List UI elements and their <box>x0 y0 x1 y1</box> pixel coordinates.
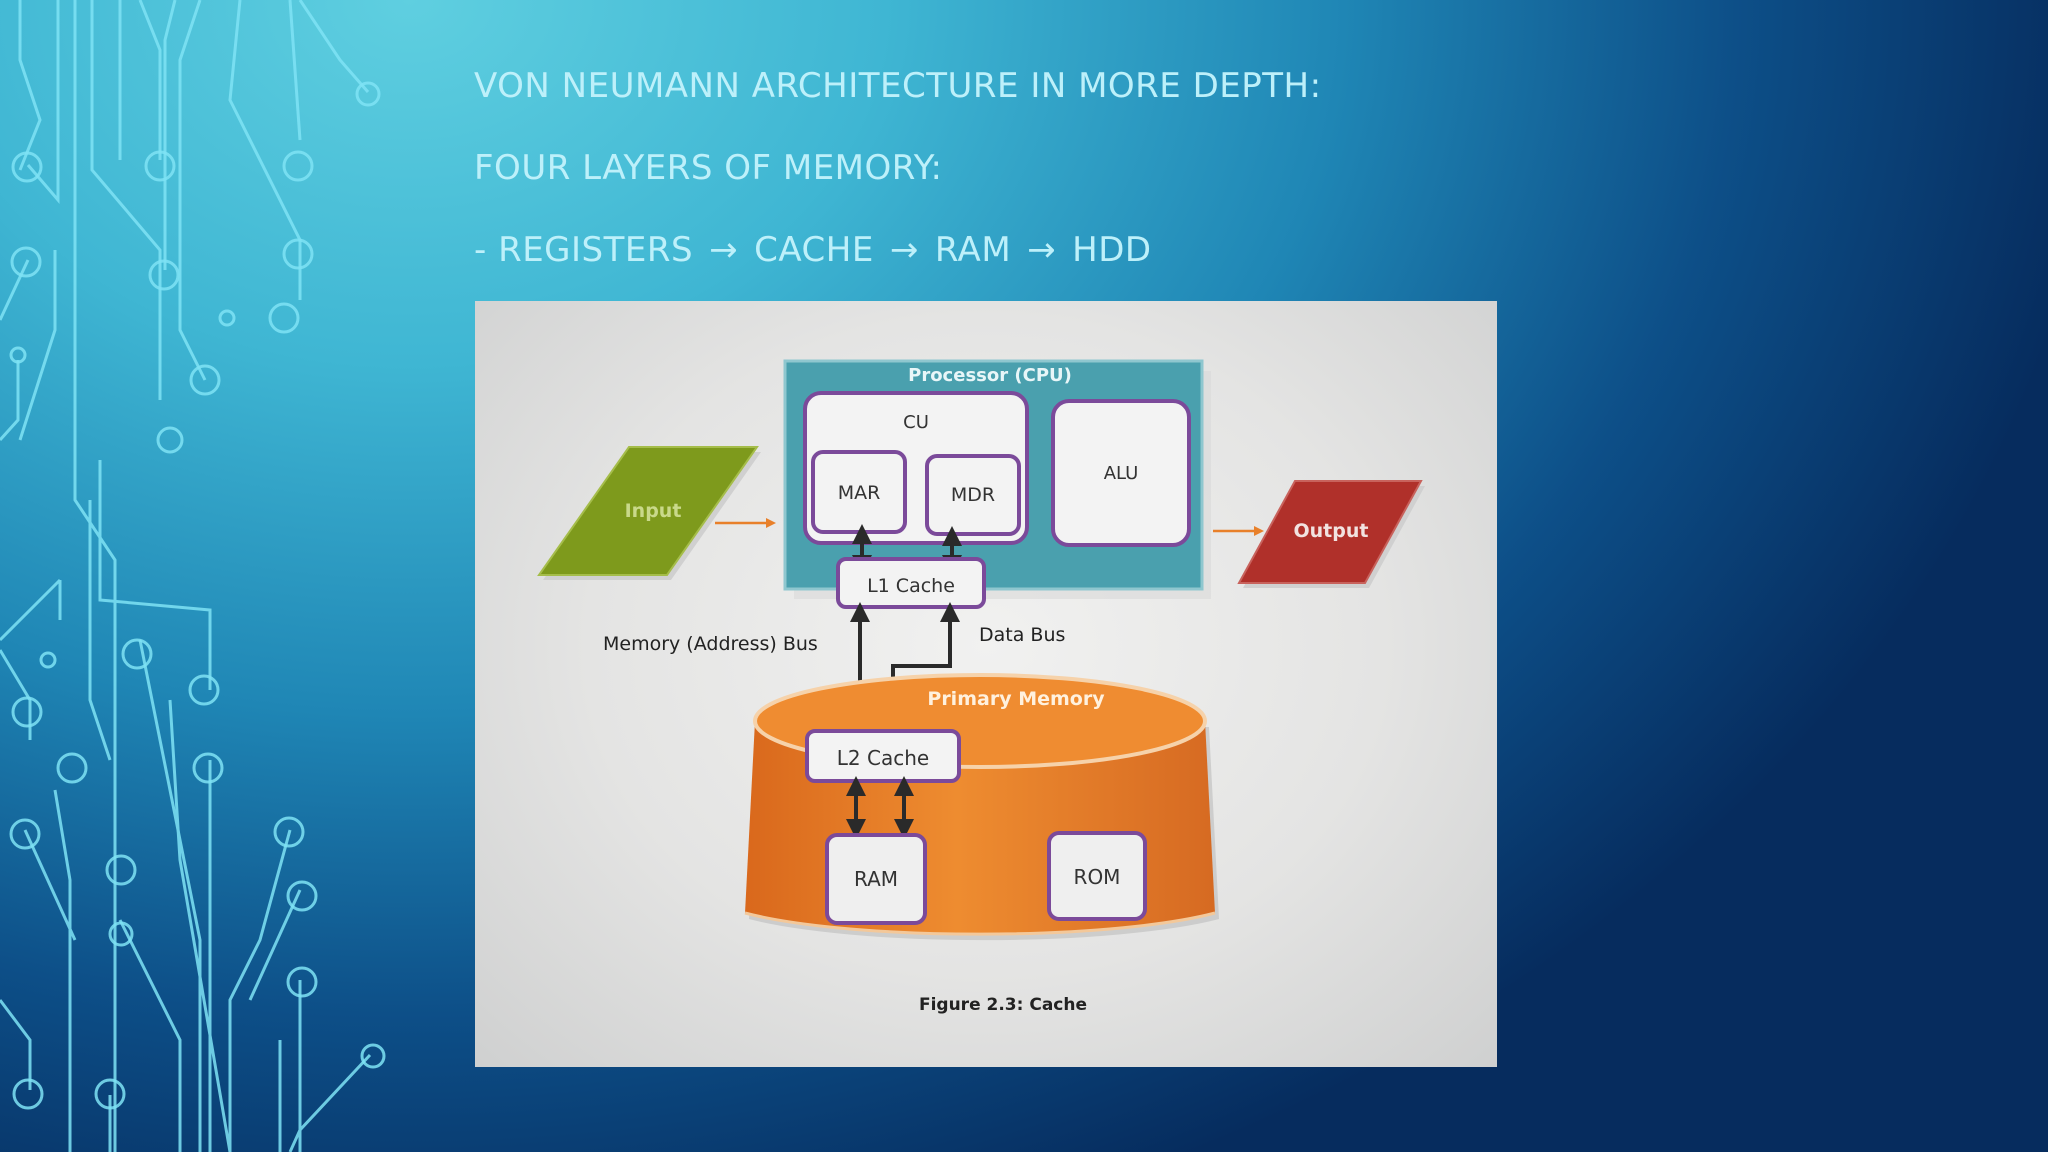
mdr-label: MDR <box>951 484 995 506</box>
cu-label: CU <box>903 412 929 433</box>
circuit-board-decoration <box>0 0 386 1152</box>
output-block: Output <box>1237 480 1425 588</box>
processor-label: Processor (CPU) <box>908 365 1072 386</box>
mar-label: MAR <box>838 482 881 504</box>
memory-layers-prefix: - <box>474 230 499 270</box>
cache-diagram: Processor (CPU) CU MAR MDR ALU Input <box>537 359 1425 1015</box>
primary-memory-cylinder: Primary Memory <box>744 673 1219 941</box>
alu-block: ALU <box>1051 399 1191 547</box>
input-label: Input <box>625 500 682 522</box>
output-label: Output <box>1294 520 1369 542</box>
memory-layer-registers: REGISTERS <box>498 230 694 270</box>
mdr-register: MDR <box>925 454 1021 536</box>
primary-memory-label: Primary Memory <box>927 688 1105 710</box>
memory-layers-line: - REGISTERS → CACHE → RAM → HDD <box>474 230 1152 270</box>
right-arrow-icon: → <box>889 230 919 270</box>
l1-cache-label: L1 Cache <box>867 575 955 597</box>
rom-block: ROM <box>1047 831 1147 921</box>
right-arrow-icon: → <box>709 230 739 270</box>
l1-cache-block: L1 Cache <box>836 557 986 609</box>
rom-label: ROM <box>1074 865 1121 889</box>
memory-layer-ram: RAM <box>934 230 1012 270</box>
ram-label: RAM <box>854 867 898 891</box>
cache-diagram-photo: Processor (CPU) CU MAR MDR ALU Input <box>475 301 1497 1067</box>
ram-block: RAM <box>825 833 927 925</box>
right-arrow-icon: → <box>1027 230 1057 270</box>
mar-register: MAR <box>811 450 907 534</box>
l2-cache-block: L2 Cache <box>805 729 961 783</box>
l2-cache-label: L2 Cache <box>837 746 929 770</box>
slide-subtitle: FOUR LAYERS OF MEMORY: <box>474 148 943 188</box>
memory-layer-cache: CACHE <box>754 230 874 270</box>
data-bus-label: Data Bus <box>979 624 1065 646</box>
figure-caption: Figure 2.3: Cache <box>919 995 1087 1015</box>
input-block: Input <box>537 446 761 580</box>
memory-bus-label: Memory (Address) Bus <box>603 633 818 655</box>
memory-layer-hdd: HDD <box>1072 230 1152 270</box>
slide-title: VON NEUMANN ARCHITECTURE IN MORE DEPTH: <box>474 66 1322 106</box>
alu-label: ALU <box>1104 463 1139 484</box>
